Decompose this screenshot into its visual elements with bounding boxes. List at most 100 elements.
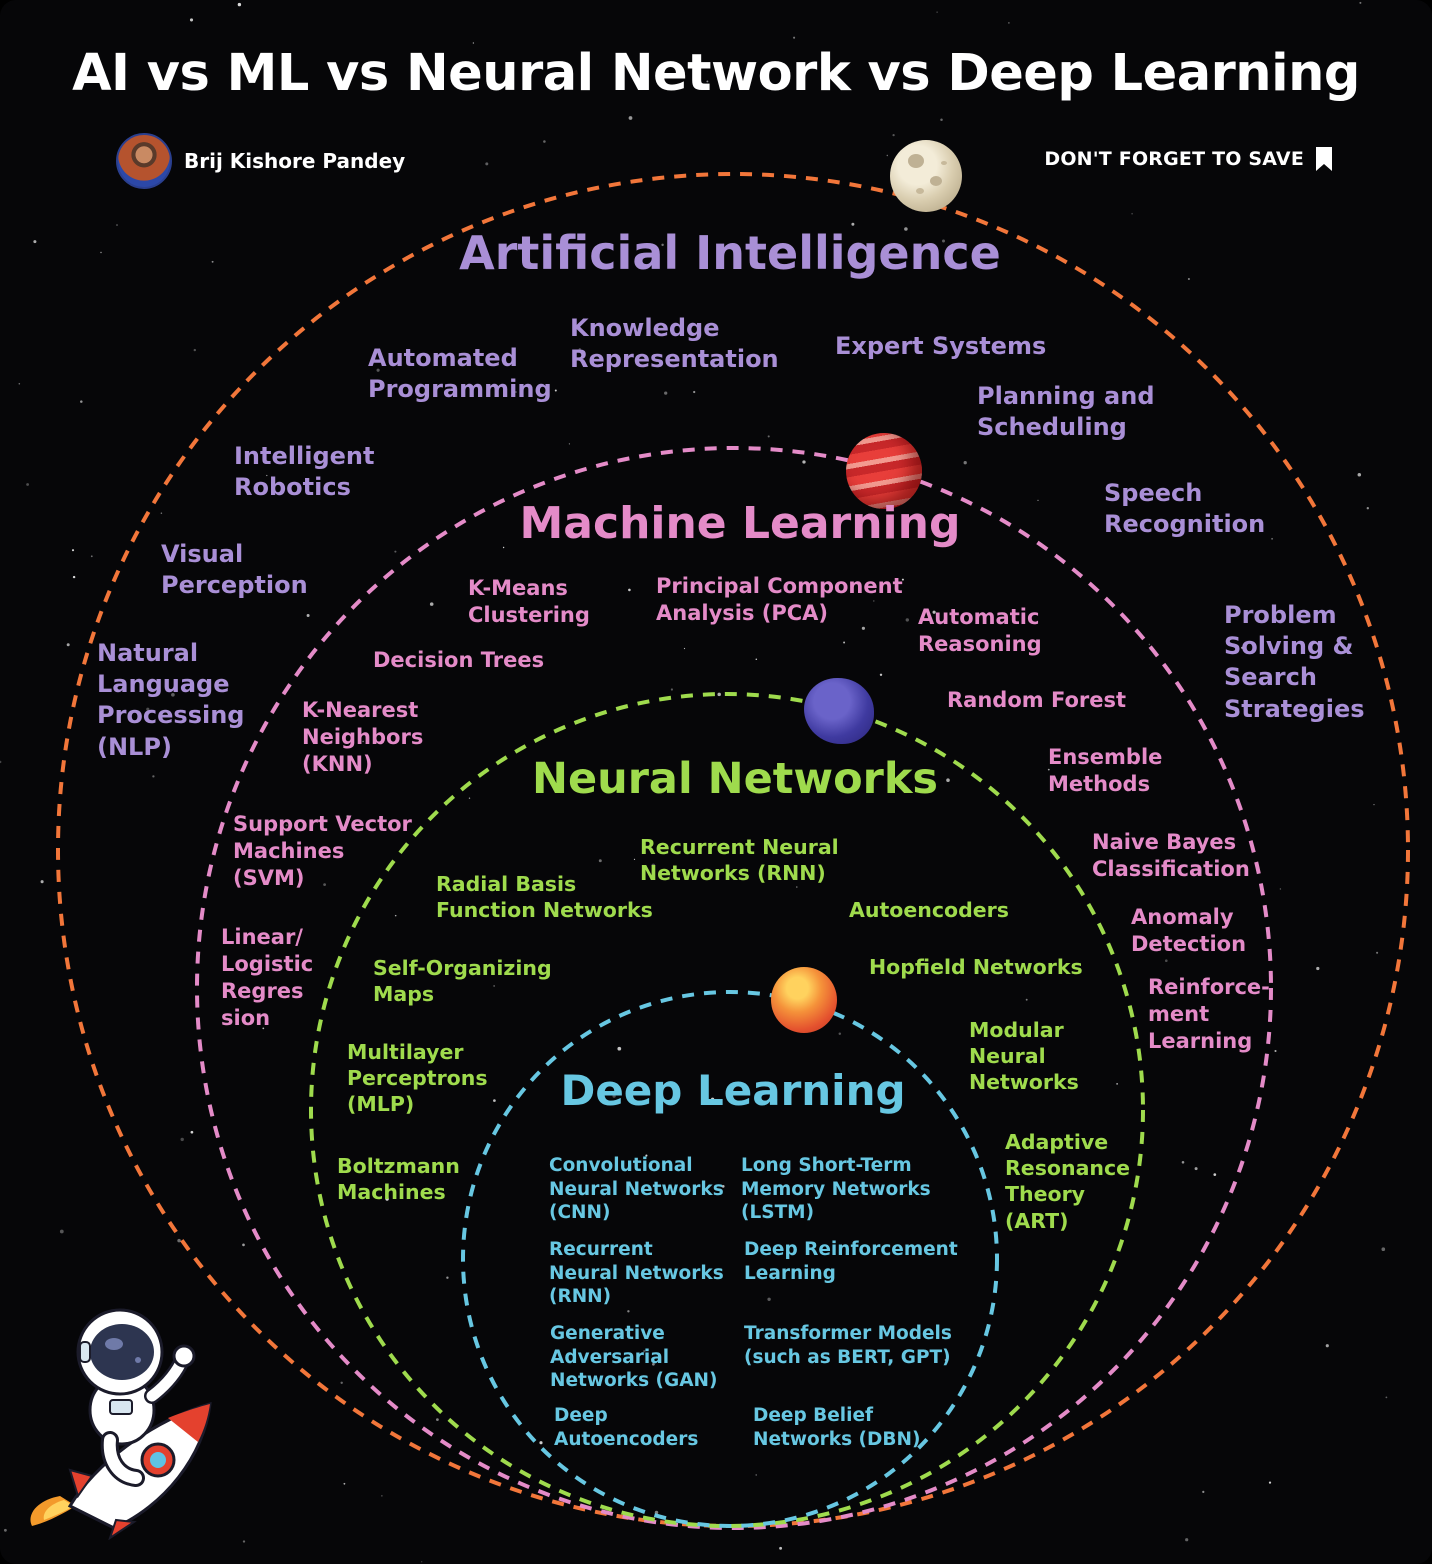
star	[1373, 803, 1375, 806]
star	[211, 260, 214, 263]
star	[1047, 768, 1050, 771]
star	[346, 814, 349, 818]
star	[485, 162, 489, 166]
star	[362, 740, 364, 743]
nn-item: Multilayer Perceptrons (MLP)	[347, 1040, 488, 1117]
star	[1025, 998, 1028, 1001]
star	[960, 245, 964, 249]
author-name: Brij Kishore Pandey	[184, 149, 406, 173]
star	[1316, 966, 1320, 971]
star	[612, 1094, 616, 1098]
star	[66, 643, 70, 647]
star	[670, 688, 673, 691]
star	[0, 760, 2, 764]
ml-item: Principal Component Analysis (PCA)	[656, 574, 903, 625]
nn-heading: Neural Networks	[531, 754, 939, 804]
star	[904, 227, 908, 231]
star	[472, 42, 475, 44]
ai-item: Automated Programming	[368, 344, 552, 404]
ml-item: Random Forest	[947, 688, 1127, 712]
star	[645, 1154, 648, 1157]
star	[1376, 951, 1379, 954]
star	[796, 886, 798, 888]
dl-item: Recurrent Neural Networks (RNN)	[549, 1239, 724, 1308]
star	[1359, 1, 1362, 4]
star	[146, 707, 150, 711]
star	[33, 240, 37, 244]
star	[879, 673, 883, 676]
star	[643, 1350, 646, 1353]
star	[940, 118, 943, 122]
ml-item: K-Nearest Neighbors (KNN)	[302, 698, 424, 776]
star	[693, 390, 696, 394]
star	[886, 154, 889, 157]
star	[793, 36, 796, 39]
ai-item: Knowledge Representation	[570, 314, 779, 374]
star	[190, 1130, 194, 1134]
star	[71, 549, 75, 552]
star	[932, 610, 936, 614]
star	[944, 1359, 947, 1361]
star	[1037, 499, 1039, 502]
star	[755, 658, 758, 661]
star	[502, 546, 505, 549]
ai-item: Planning and Scheduling	[977, 382, 1155, 442]
star	[1148, 643, 1151, 646]
save-reminder[interactable]: DON'T FORGET TO SAVE	[1044, 146, 1334, 172]
ml-item: K-Means Clustering	[468, 576, 590, 627]
star	[468, 797, 471, 799]
star	[180, 1137, 184, 1142]
ml-item: Support Vector Machines (SVM)	[233, 812, 412, 890]
nn-item: Boltzmann Machines	[337, 1154, 460, 1205]
star	[1202, 1490, 1205, 1494]
star	[1185, 1538, 1189, 1542]
star	[177, 1238, 181, 1243]
star	[493, 1099, 496, 1102]
star	[1271, 537, 1274, 540]
star	[651, 863, 656, 868]
orange-planet-icon	[771, 967, 837, 1033]
star	[905, 618, 909, 622]
save-label: DON'T FORGET TO SAVE	[1044, 148, 1304, 170]
star	[160, 512, 163, 514]
star	[262, 1027, 265, 1030]
nn-item: Self-Organizing Maps	[373, 956, 552, 1007]
star	[240, 57, 243, 60]
dl-item: Deep Reinforcement Learning	[744, 1239, 958, 1284]
star	[1241, 646, 1244, 649]
dl-item: Convolutional Neural Networks (CNN)	[549, 1155, 724, 1224]
star	[873, 600, 875, 602]
star	[266, 474, 268, 477]
star	[1366, 507, 1369, 510]
star	[446, 1276, 449, 1279]
ml-ring	[195, 446, 1273, 1530]
star	[782, 515, 785, 518]
ml-item: Naive Bayes Classification	[1092, 830, 1250, 881]
star	[493, 985, 495, 987]
star	[1194, 1167, 1198, 1171]
star	[779, 1546, 783, 1550]
ml-item: Anomaly Detection	[1131, 905, 1247, 956]
nn-item: Radial Basis Function Networks	[436, 872, 653, 923]
star	[394, 914, 397, 917]
star	[72, 575, 76, 579]
ai-heading: Artificial Intelligence	[459, 226, 1001, 280]
star	[701, 876, 704, 878]
red-planet-icon	[846, 433, 922, 509]
star	[376, 368, 380, 372]
ml-item: Automatic Reasoning	[918, 605, 1042, 656]
star	[1008, 22, 1010, 24]
star	[721, 1185, 725, 1188]
star	[861, 626, 865, 630]
star	[1381, 1247, 1386, 1252]
star	[80, 400, 83, 403]
star	[340, 1381, 343, 1385]
star	[901, 578, 904, 581]
author-badge[interactable]: Brij Kishore Pandey	[116, 133, 405, 189]
blue-planet-icon	[804, 678, 874, 744]
star	[838, 1032, 842, 1035]
star	[152, 775, 155, 778]
star	[514, 391, 517, 393]
star	[946, 778, 950, 782]
